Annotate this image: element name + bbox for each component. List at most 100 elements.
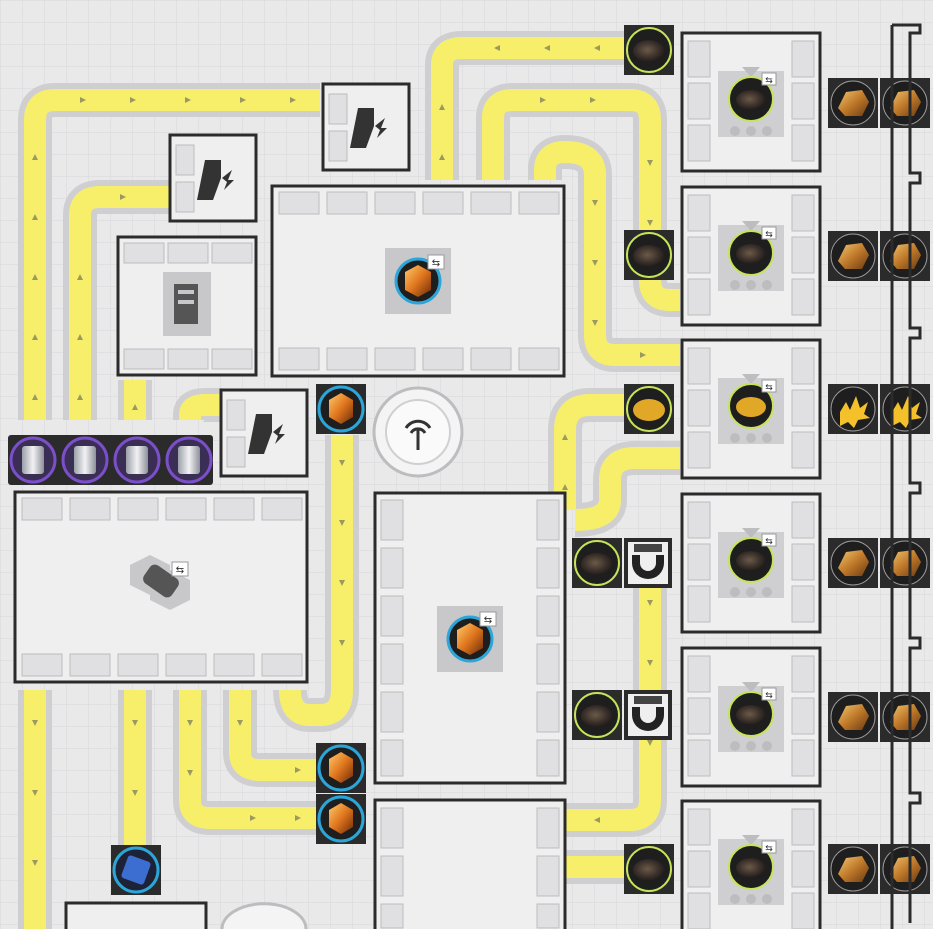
gold-ore-slot[interactable] [880, 231, 930, 281]
power-icon [350, 108, 374, 148]
ore-input-slot[interactable] [624, 25, 674, 75]
swap-badge-glyph: ⇆ [765, 844, 773, 854]
splitter-2[interactable] [624, 690, 672, 740]
refiner-3[interactable]: ⇆ [680, 338, 822, 480]
gold-ore-icon [838, 550, 869, 576]
packer-icon [163, 272, 211, 336]
refiner-core-icon [728, 691, 774, 737]
swap-badge-glyph: ⇆ [432, 258, 440, 269]
gold-ore-icon [890, 856, 921, 882]
refiner-2[interactable]: ⇆ [680, 185, 822, 327]
refiner-column: ⇆ ⇆ ⇆ ⇆ ⇆ ⇆ [572, 25, 930, 929]
gold-ore-slot[interactable] [828, 231, 878, 281]
gold-ore-icon [838, 856, 869, 882]
power-node-1[interactable] [168, 133, 258, 223]
spark-ore-icon [892, 396, 922, 428]
ore-input-slot[interactable] [572, 538, 622, 588]
power-icon [248, 414, 272, 454]
swap-badge [761, 533, 777, 547]
gold-ore-icon [890, 243, 921, 269]
refiner-core-icon [728, 844, 774, 890]
battery-cell-icon [9, 436, 57, 484]
gold-ore-slot[interactable] [828, 692, 878, 742]
ore-input-slot[interactable] [624, 844, 674, 894]
swap-badge-glyph: ⇆ [484, 615, 492, 626]
swap-badge-glyph: ⇆ [765, 691, 773, 701]
power-icon [197, 160, 221, 200]
crafter-large-middle[interactable]: ⇆ [373, 491, 567, 785]
gold-ore-icon [838, 90, 869, 116]
crystal-cube-icon [329, 803, 353, 834]
crystal-cube-icon [329, 393, 353, 424]
swap-badge [171, 561, 189, 577]
splitter-icon [632, 555, 664, 579]
antenna-icon [404, 419, 432, 450]
mixer-left[interactable]: ⇆ [13, 490, 309, 684]
gold-ore-slot[interactable] [828, 844, 878, 894]
yellow-ore-icon [633, 399, 665, 421]
packer-left[interactable] [116, 235, 258, 377]
gold-ore-slot[interactable] [828, 78, 878, 128]
swap-badge [761, 226, 777, 240]
spark-ore-slot[interactable] [828, 384, 878, 434]
power-node-2[interactable] [321, 82, 411, 172]
gold-ore-icon [890, 704, 921, 730]
refiner-5[interactable]: ⇆ [680, 646, 822, 788]
battery-storage-row[interactable] [8, 435, 213, 485]
refiner-1[interactable]: ⇆ [680, 31, 822, 173]
splitter-1[interactable] [624, 538, 672, 588]
crystal-cube-icon [329, 752, 353, 783]
swap-badge-glyph: ⇆ [765, 76, 773, 86]
swap-badge [761, 840, 777, 854]
cube-slot-2[interactable] [316, 743, 366, 793]
swap-badge-glyph: ⇆ [765, 383, 773, 393]
spark-ore-slot[interactable] [880, 384, 930, 434]
ore-input-slot[interactable] [624, 230, 674, 280]
gold-ore-slot[interactable] [880, 692, 930, 742]
battery-pack-icon [121, 855, 151, 885]
ore-input-slot[interactable] [624, 384, 674, 434]
refiner-core-icon [728, 383, 774, 429]
gold-ore-icon [838, 243, 869, 269]
swap-badge [427, 254, 445, 270]
battery-slot[interactable] [111, 845, 161, 895]
battery-cell-icon [61, 436, 109, 484]
dark-ore-icon [633, 859, 665, 881]
crystal-cube-icon [446, 615, 494, 663]
cube-slot-3[interactable] [316, 794, 366, 844]
splitter-icon [632, 707, 664, 731]
mixer-icon [130, 555, 190, 610]
swap-badge-glyph: ⇆ [765, 537, 773, 547]
cube-slot-1[interactable] [316, 384, 366, 434]
dark-ore-icon [633, 245, 665, 267]
power-node-3[interactable] [219, 388, 309, 478]
battery-cell-icon [165, 436, 213, 484]
crafter-large-bottom[interactable] [373, 798, 567, 929]
gold-ore-slot[interactable] [880, 844, 930, 894]
refiner-core-icon [728, 230, 774, 276]
battery-cell-icon [113, 436, 161, 484]
gold-ore-slot[interactable] [880, 538, 930, 588]
ore-input-slot[interactable] [572, 690, 622, 740]
swap-badge [761, 687, 777, 701]
refiner-4[interactable]: ⇆ [680, 492, 822, 634]
gold-ore-slot[interactable] [828, 538, 878, 588]
partial-machine-bottom-left [64, 901, 208, 929]
dark-ore-icon [581, 553, 613, 575]
refiner-6[interactable]: ⇆ [680, 799, 822, 929]
gold-ore-icon [838, 704, 869, 730]
relay-tower[interactable] [372, 386, 464, 478]
dark-ore-icon [581, 705, 613, 727]
swap-badge [761, 379, 777, 393]
spark-ore-icon [840, 396, 870, 428]
right-edge-frame [892, 23, 922, 923]
refiner-core-icon [728, 537, 774, 583]
swap-badge-glyph: ⇆ [765, 230, 773, 240]
gold-ore-icon [890, 550, 921, 576]
swap-badge [761, 72, 777, 86]
gold-ore-slot[interactable] [880, 78, 930, 128]
crafter-large-top[interactable]: ⇆ [270, 184, 566, 378]
crystal-cube-icon [394, 257, 442, 305]
gold-ore-icon [890, 90, 921, 116]
